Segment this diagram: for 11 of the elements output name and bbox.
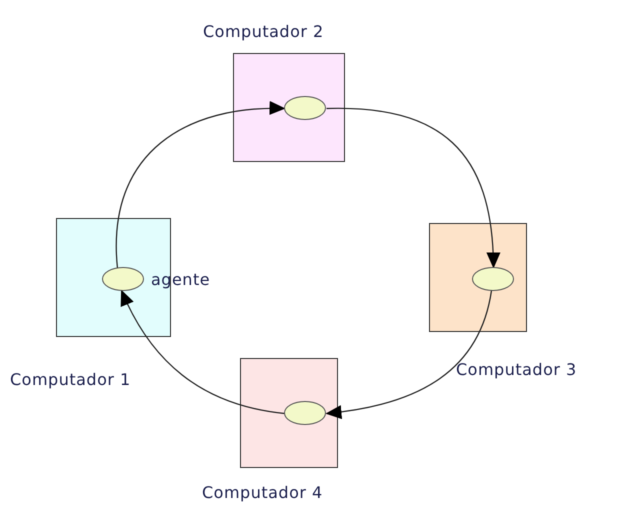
arrow (116, 102, 286, 269)
computer-label: Computador 2 (203, 22, 324, 41)
computer-label: Computador 4 (202, 483, 323, 502)
agent-ellipse (472, 267, 514, 291)
agent-ellipse (284, 96, 326, 120)
arrow (326, 108, 500, 268)
arrow (326, 290, 492, 419)
arrow (120, 290, 285, 414)
computer-label: Computador 1 (10, 370, 131, 389)
computer-label: Computador 3 (456, 360, 577, 379)
agent-ellipse (284, 401, 326, 425)
